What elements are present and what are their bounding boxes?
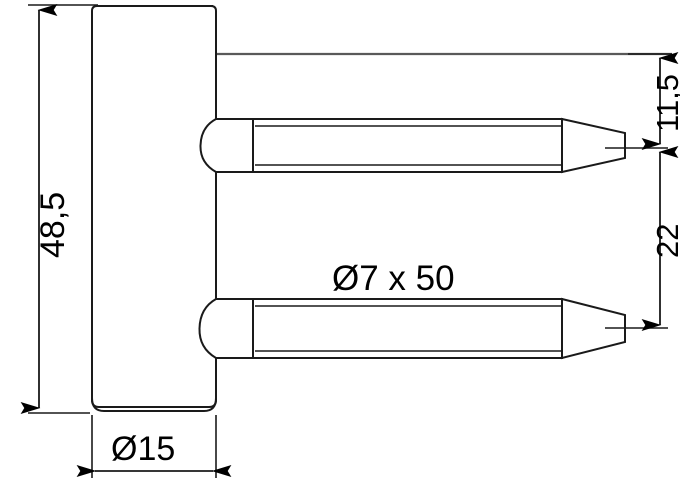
hinge-plate-body	[91, 5, 217, 412]
dimension-overall-height	[20, 4, 98, 414]
dimension-label-pin-spacing: 22	[650, 223, 680, 258]
dimension-label-upper-pin-offset: 11,5	[650, 73, 680, 132]
dimension-pin-spacing	[605, 146, 679, 331]
lower-pin	[198, 297, 626, 360]
dimension-label-plate-diameter: Ø15	[111, 430, 176, 468]
dimension-label-overall-height: 48,5	[34, 191, 72, 258]
upper-pin	[199, 117, 626, 174]
dimension-plate-diameter	[76, 415, 232, 478]
annotation-pin-spec: Ø7 x 50	[332, 259, 455, 298]
